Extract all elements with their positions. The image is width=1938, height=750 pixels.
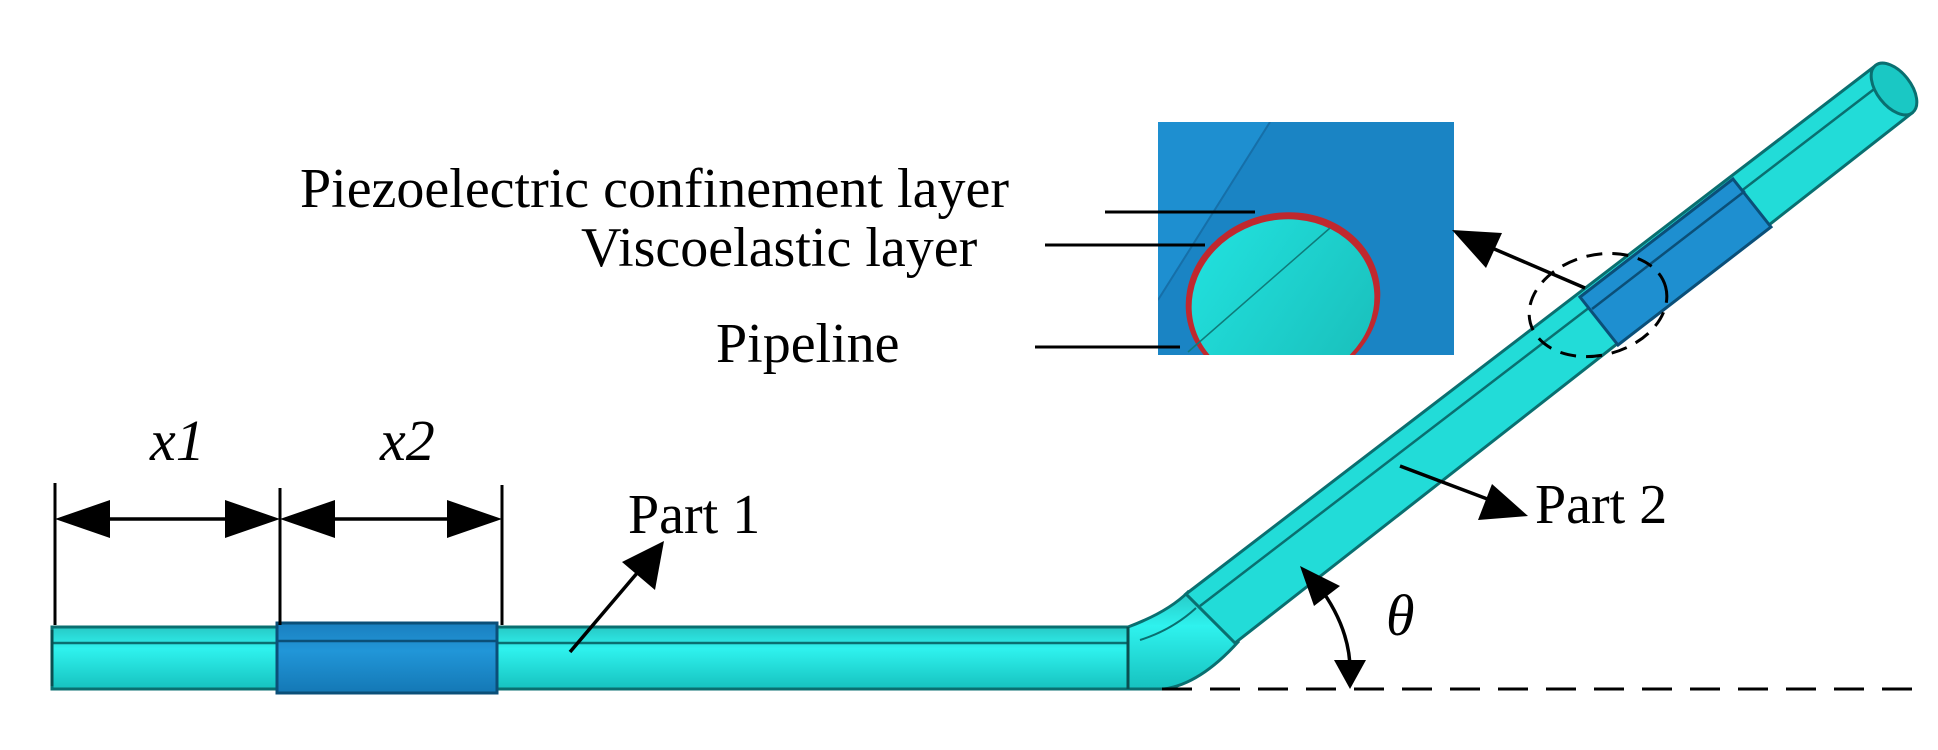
inset-leader-lines (1035, 210, 1255, 349)
detail-marker-ellipse (1527, 251, 1669, 359)
label-part1: Part 1 (628, 484, 760, 546)
label-part2: Part 2 (1535, 474, 1667, 536)
label-piezoelectric-layer: Piezoelectric confinement layer (300, 158, 1009, 220)
label-angle-theta: θ (1386, 583, 1415, 648)
cross-section-inset (1158, 122, 1454, 355)
label-pipeline: Pipeline (716, 313, 900, 375)
dimension-lines (53, 483, 504, 625)
pipe-horizontal-section (50, 625, 1132, 691)
label-dimension-x1: x1 (149, 408, 205, 473)
part1-pointer-arrow (568, 541, 664, 654)
label-viscoelastic-layer: Viscoelastic layer (581, 217, 978, 279)
piezo-patch-part1 (275, 621, 499, 695)
angle-theta-marker (1162, 566, 1912, 691)
label-dimension-x2: x2 (379, 408, 435, 473)
part2-pointer-arrow (1399, 464, 1528, 520)
piezo-patch-part2 (1577, 176, 1774, 348)
detail-pointer-arrow (1452, 230, 1586, 290)
